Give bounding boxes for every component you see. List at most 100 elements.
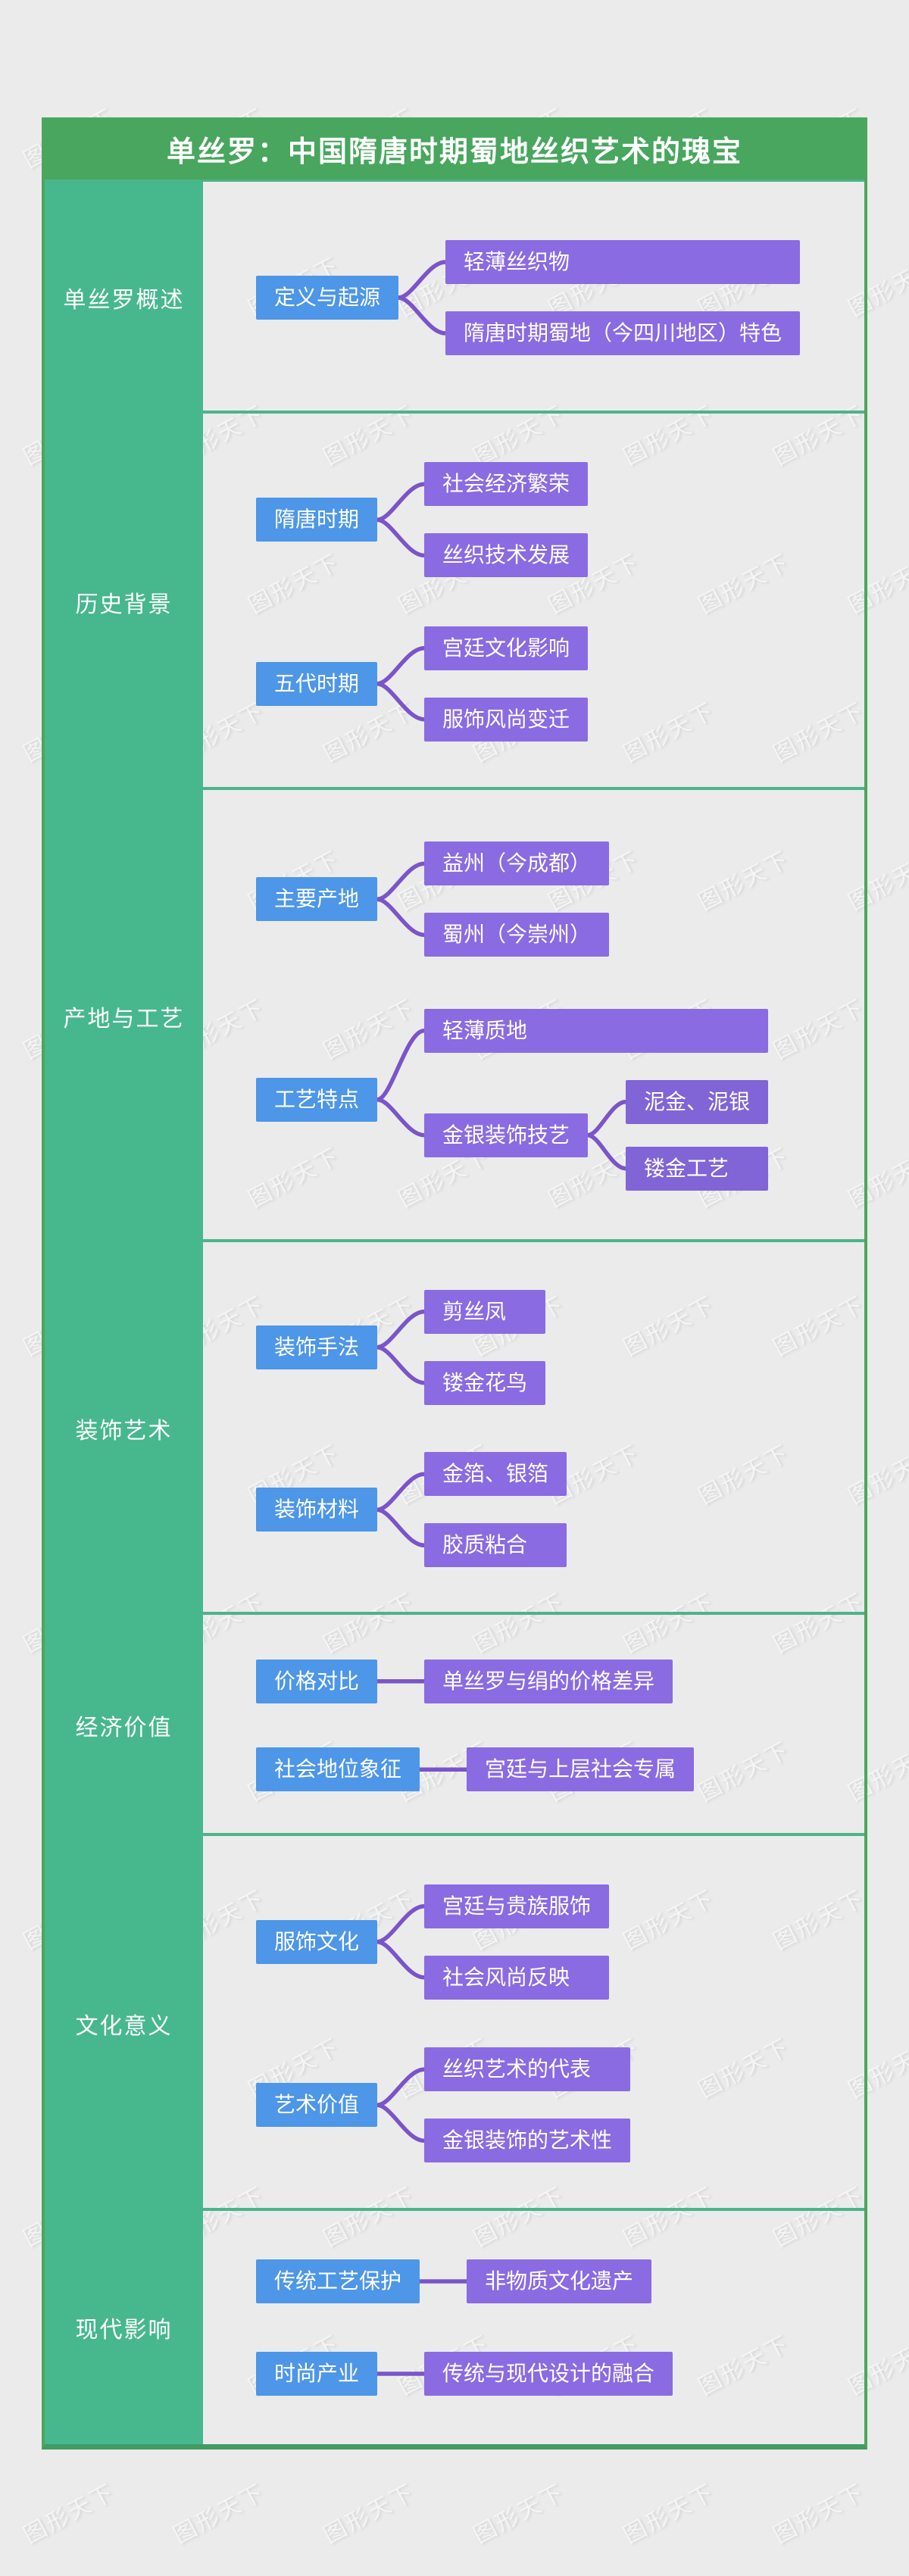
branch-group: 传统工艺保护 非物质文化遗产	[256, 2259, 652, 2303]
section-content: 价格对比 单丝罗与绢的价格差异社会地位象征 宫廷与上层社会专属	[203, 1615, 864, 1836]
children-group: 单丝罗与绢的价格差异	[424, 1659, 673, 1703]
watermark-text: 图形天下	[169, 2479, 270, 2549]
branch-group: 装饰手法 剪丝凤镂金花鸟	[256, 1289, 546, 1405]
section-content: 服饰文化 宫廷与贵族服饰社会风尚反映艺术价值 丝织艺术的代表金银装饰的艺术性	[203, 1836, 864, 2211]
children-group: 传统与现代设计的融合	[424, 2352, 673, 2396]
child-node[interactable]: 轻薄丝织物	[445, 240, 801, 284]
branch-node[interactable]: 主要产地	[256, 877, 378, 922]
branch-node[interactable]: 服饰文化	[256, 1919, 378, 1964]
branches-column: 主要产地 益州（今成都） 蜀州（今崇州） 工艺特点 轻薄质地金银装饰技艺泥金、泥银镂金工…	[203, 790, 864, 1242]
child-node[interactable]: 宫廷与贵族服饰	[424, 1884, 610, 1928]
branch-group: 金银装饰技艺泥金、泥银镂金工艺	[424, 1079, 769, 1191]
branch-group: 工艺特点 轻薄质地金银装饰技艺泥金、泥银镂金工艺	[256, 1008, 769, 1191]
sidebar-section-label: 历史背景	[45, 414, 203, 790]
branch-node[interactable]: 五代时期	[256, 661, 378, 706]
grandchild-node[interactable]: 镂金工艺	[626, 1146, 769, 1191]
section-content: 传统工艺保护 非物质文化遗产时尚产业 传统与现代设计的融合	[203, 2211, 864, 2444]
branches-column: 传统工艺保护 非物质文化遗产时尚产业 传统与现代设计的融合	[203, 2211, 864, 2444]
children-group: 轻薄丝织物隋唐时期蜀地（今四川地区）特色	[445, 240, 801, 355]
branches-column: 定义与起源 轻薄丝织物隋唐时期蜀地（今四川地区）特色	[203, 182, 864, 414]
children-group: 益州（今成都） 蜀州（今崇州）	[424, 841, 610, 957]
section-row: 产地与工艺 主要产地 益州（今成都） 蜀州（今崇州） 工艺特点 轻薄质地金银装饰技艺泥金、…	[45, 790, 864, 1242]
child-node[interactable]: 服饰风尚变迁	[424, 697, 589, 742]
child-node[interactable]: 隋唐时期蜀地（今四川地区）特色	[445, 311, 801, 355]
grandchild-node[interactable]: 泥金、泥银	[626, 1079, 769, 1124]
sidebar-section-label: 文化意义	[45, 1836, 203, 2211]
child-node[interactable]: 社会风尚反映	[424, 1955, 610, 2000]
branch-node[interactable]: 隋唐时期	[256, 498, 378, 542]
child-node[interactable]: 非物质文化遗产	[467, 2259, 652, 2303]
sidebar-section-label: 产地与工艺	[45, 790, 203, 1242]
branch-group: 服饰文化 宫廷与贵族服饰社会风尚反映	[256, 1884, 610, 2000]
branch-node[interactable]: 装饰材料	[256, 1488, 378, 1532]
watermark-text: 图形天下	[769, 2479, 870, 2549]
children-group: 宫廷与上层社会专属	[467, 1747, 695, 1792]
connector-lines	[396, 260, 448, 336]
connector-lines	[375, 482, 426, 722]
children-group: 剪丝凤镂金花鸟	[424, 1289, 546, 1405]
branch-group: 隋唐时期 社会经济繁荣丝织技术发展	[256, 462, 589, 578]
branches-column: 服饰文化 宫廷与贵族服饰社会风尚反映艺术价值 丝织艺术的代表金银装饰的艺术性	[203, 1836, 864, 2211]
section-row: 现代影响 传统工艺保护 非物质文化遗产时尚产业 传统与现代设计的融合	[45, 2211, 864, 2444]
child-node[interactable]: 益州（今成都）	[424, 841, 610, 886]
sidebar-section-label: 单丝罗概述	[45, 182, 203, 414]
child-node[interactable]: 轻薄质地	[424, 1008, 769, 1053]
branch-group: 社会地位象征 宫廷与上层社会专属	[256, 1747, 695, 1792]
children-group: 宫廷与贵族服饰社会风尚反映	[424, 1884, 610, 2000]
child-node[interactable]: 宫廷文化影响	[424, 626, 589, 670]
section-row: 经济价值 价格对比 单丝罗与绢的价格差异社会地位象征 宫廷与上层社会专属	[45, 1615, 864, 1836]
child-node[interactable]: 丝织艺术的代表	[424, 2047, 631, 2092]
branch-group: 五代时期 宫廷文化影响服饰风尚变迁	[256, 626, 589, 742]
connector-lines	[375, 2279, 469, 2376]
connector-lines	[375, 1678, 469, 1772]
branch-node[interactable]: 传统工艺保护	[256, 2259, 420, 2303]
section-content: 定义与起源 轻薄丝织物隋唐时期蜀地（今四川地区）特色	[203, 182, 864, 414]
mindmap-container: 单丝罗：中国隋唐时期蜀地丝织艺术的瑰宝 单丝罗概述定义与起源轻薄丝织物隋唐时期蜀…	[42, 117, 867, 2450]
section-content: 装饰手法 剪丝凤镂金花鸟装饰材料 金箔、银箔胶质粘合	[203, 1242, 864, 1615]
branch-group: 价格对比 单丝罗与绢的价格差异	[256, 1659, 673, 1703]
branch-node[interactable]: 工艺特点	[256, 1077, 378, 1122]
branch-node[interactable]: 价格对比	[256, 1659, 378, 1703]
section-row: 装饰艺术装饰手法剪丝凤镂金花鸟装饰材料金箔、银箔胶质粘合	[45, 1242, 864, 1615]
branch-node[interactable]: 定义与起源	[256, 276, 399, 320]
child-node[interactable]: 单丝罗与绢的价格差异	[424, 1659, 673, 1703]
children-group: 非物质文化遗产	[467, 2259, 652, 2303]
child-node[interactable]: 胶质粘合	[424, 1523, 567, 1568]
branch-group: 主要产地 益州（今成都） 蜀州（今崇州）	[256, 841, 610, 957]
children-group: 宫廷文化影响服饰风尚变迁	[424, 626, 589, 742]
child-node[interactable]: 剪丝凤	[424, 1289, 546, 1334]
child-node[interactable]: 丝织技术发展	[424, 533, 589, 578]
branch-group: 时尚产业 传统与现代设计的融合	[256, 2352, 673, 2396]
watermark-text: 图形天下	[19, 2479, 120, 2549]
section-row: 文化意义 服饰文化 宫廷与贵族服饰社会风尚反映艺术价值 丝织艺术的代表金银装饰的艺术性	[45, 1836, 864, 2211]
children-group: 泥金、泥银镂金工艺	[626, 1079, 769, 1191]
child-node[interactable]: 金箔、银箔	[424, 1452, 567, 1497]
connector-lines	[375, 1309, 426, 1548]
child-node[interactable]: 金银装饰技艺	[424, 1113, 589, 1157]
child-node[interactable]: 镂金花鸟	[424, 1360, 546, 1405]
sidebar-section-label: 经济价值	[45, 1615, 203, 1836]
child-node[interactable]: 社会经济繁荣	[424, 462, 589, 507]
branch-group: 定义与起源 轻薄丝织物隋唐时期蜀地（今四川地区）特色	[256, 240, 801, 355]
section-row: 单丝罗概述 定义与起源 轻薄丝织物隋唐时期蜀地（今四川地区）特色	[45, 182, 864, 414]
child-node[interactable]: 传统与现代设计的融合	[424, 2352, 673, 2396]
children-group: 丝织艺术的代表金银装饰的艺术性	[424, 2047, 631, 2163]
sections-wrapper: 单丝罗概述定义与起源轻薄丝织物隋唐时期蜀地（今四川地区）特色历史背景隋唐时期社会…	[45, 182, 864, 2444]
branch-group: 装饰材料 金箔、银箔胶质粘合	[256, 1452, 567, 1568]
watermark-text: 图形天下	[619, 2479, 720, 2549]
watermark-text: 图形天下	[469, 2479, 570, 2549]
branch-node[interactable]: 装饰手法	[256, 1325, 378, 1369]
branches-column: 隋唐时期 社会经济繁荣丝织技术发展五代时期 宫廷文化影响服饰风尚变迁	[203, 414, 864, 790]
child-node[interactable]: 宫廷与上层社会专属	[467, 1747, 695, 1792]
section-content: 隋唐时期 社会经济繁荣丝织技术发展五代时期 宫廷文化影响服饰风尚变迁	[203, 414, 864, 790]
child-node[interactable]: 蜀州（今崇州）	[424, 913, 610, 957]
branch-node[interactable]: 艺术价值	[256, 2083, 378, 2128]
branch-node[interactable]: 社会地位象征	[256, 1747, 420, 1792]
section-content: 主要产地 益州（今成都） 蜀州（今崇州） 工艺特点 轻薄质地金银装饰技艺泥金、泥银镂金工…	[203, 790, 864, 1242]
branch-group: 艺术价值 丝织艺术的代表金银装饰的艺术性	[256, 2047, 631, 2163]
connector-lines	[375, 1903, 426, 2144]
branch-node[interactable]: 时尚产业	[256, 2352, 378, 2396]
child-node[interactable]: 金银装饰的艺术性	[424, 2119, 631, 2163]
sidebar-section-label: 现代影响	[45, 2211, 203, 2444]
